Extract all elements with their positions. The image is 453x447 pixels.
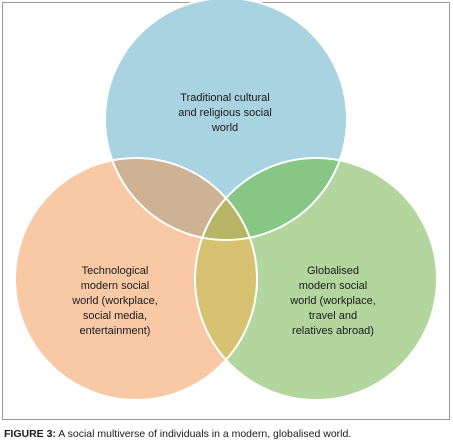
outline-technological [14,157,258,401]
overlap-traditional-technological [105,158,257,240]
venn-diagram [14,0,438,401]
label-globalised: Globalised modern social world (workplac… [290,265,376,337]
figure-caption: FIGURE 3: A social multiverse of individ… [4,428,351,440]
label-traditional: Traditional cultural and religious socia… [178,92,272,134]
figure-number: FIGURE 3: [4,428,56,440]
caption-text: A social multiverse of individuals in a … [55,428,352,440]
overlap-traditional-globalised [195,158,347,240]
outline-globalised [194,157,438,401]
label-technological: Technological modern social world (workp… [72,265,158,337]
outline-traditional [104,0,348,241]
